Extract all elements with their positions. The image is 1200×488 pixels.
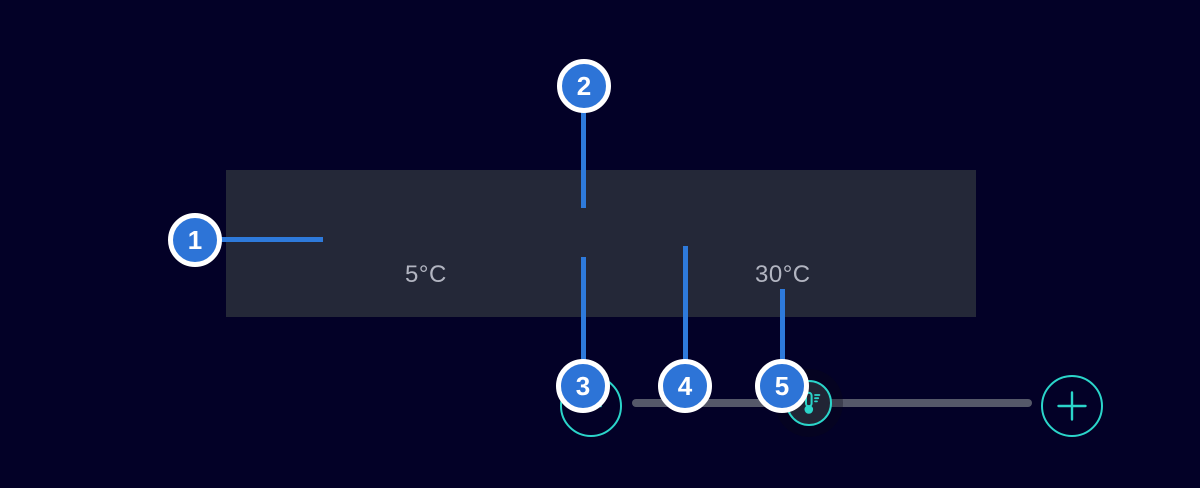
callout-number: 1 [187,224,203,255]
callout-badge-4: 4 [658,359,712,413]
callout-badge-3: 3 [556,359,610,413]
callout-badge-1: 1 [168,213,222,267]
plus-icon [1057,391,1087,421]
callout-number: 3 [575,370,591,401]
callout-line-3 [581,257,586,360]
slider-track[interactable] [632,399,1032,407]
callout-badge-5: 5 [755,359,809,413]
callout-line-1 [218,237,323,242]
callout-number: 2 [576,70,592,101]
callout-line-4 [683,246,688,360]
callout-line-2 [581,110,586,208]
temperature-control-panel [226,170,1103,437]
callout-number: 5 [774,370,790,401]
callout-number: 4 [677,370,693,401]
callout-line-5 [780,289,785,360]
thermometer-icon [796,390,822,416]
max-temp-label: 30°C [755,261,811,288]
increase-temp-button[interactable] [1041,375,1103,437]
min-temp-label: 5°C [405,261,447,288]
callout-badge-2: 2 [557,59,611,113]
